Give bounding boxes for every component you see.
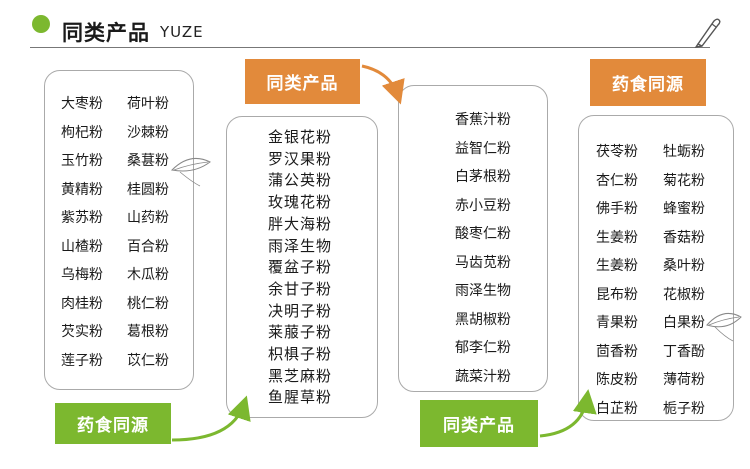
product-item: 枳椇子粉 — [268, 345, 333, 364]
product-item: 大枣粉 — [61, 96, 103, 112]
product-item: 桑叶粉 — [663, 258, 705, 274]
product-item: 青果粉 — [596, 315, 638, 331]
product-item: 昆布粉 — [596, 286, 638, 303]
product-item: 芡实粉 — [61, 324, 103, 340]
product-item: 马齿苋粉 — [455, 254, 511, 271]
product-item: 佛手粉 — [596, 201, 638, 217]
header-divider — [30, 47, 710, 48]
product-item: 决明子粉 — [268, 301, 333, 320]
product-item: 酸枣仁粉 — [455, 226, 511, 242]
product-item: 栀子粉 — [663, 400, 705, 417]
product-item: 山楂粉 — [61, 238, 103, 255]
product-item: 生姜粉 — [596, 229, 638, 246]
product-box-4 — [578, 115, 734, 421]
tag-similar-products-bottom: 同类产品 — [420, 400, 538, 447]
product-item: 枸杞粉 — [61, 124, 103, 141]
product-item: 玉竹粉 — [61, 153, 103, 169]
product-item: 茴香粉 — [596, 343, 638, 360]
product-item: 赤小豆粉 — [455, 197, 511, 214]
product-item: 香蕉汁粉 — [455, 112, 511, 128]
product-item: 玫瑰花粉 — [268, 193, 333, 212]
product-item: 乌梅粉 — [61, 267, 103, 283]
product-item: 香菇粉 — [663, 229, 705, 246]
product-item: 陈皮粉 — [596, 372, 638, 388]
product-item: 百合粉 — [127, 238, 169, 255]
box4-right-column: 牡蛎粉菊花粉蜂蜜粉香菇粉桑叶粉花椒粉白果粉丁香酚薄荷粉栀子粉 — [663, 138, 705, 423]
product-item: 雨泽生物 — [268, 236, 333, 255]
product-item: 茯苓粉 — [596, 144, 638, 160]
product-item: 紫苏粉 — [61, 210, 103, 226]
product-item: 生姜粉 — [596, 258, 638, 274]
product-item: 白芷粉 — [596, 400, 638, 417]
product-item: 山药粉 — [127, 210, 169, 226]
leaf-icon-2 — [706, 312, 742, 342]
product-item: 蔬菜汁粉 — [455, 368, 511, 385]
product-item: 沙棘粉 — [127, 124, 169, 141]
product-item: 桑葚粉 — [127, 153, 169, 169]
product-item: 薄荷粉 — [663, 372, 705, 388]
product-item: 苡仁粉 — [127, 352, 169, 369]
product-item: 莲子粉 — [61, 352, 103, 369]
leaf-icon-1 — [170, 157, 211, 187]
box3-column: 香蕉汁粉益智仁粉白茅根粉赤小豆粉酸枣仁粉马齿苋粉雨泽生物黑胡椒粉郁李仁粉蔬菜汁粉 — [455, 106, 511, 391]
product-item: 白茅根粉 — [455, 169, 511, 185]
page-subtitle: YUZE — [160, 23, 204, 41]
header-dot — [32, 15, 50, 33]
pen-icon — [694, 18, 721, 48]
product-item: 雨泽生物 — [455, 283, 511, 299]
product-item: 黑芝麻粉 — [268, 366, 333, 385]
product-item: 葛根粉 — [127, 324, 169, 340]
page-title: 同类产品 — [62, 21, 150, 45]
product-item: 莱菔子粉 — [268, 323, 333, 342]
product-item: 蒲公英粉 — [268, 171, 333, 190]
product-item: 菊花粉 — [663, 172, 705, 189]
product-item: 覆盆子粉 — [268, 258, 333, 277]
product-item: 余甘子粉 — [268, 279, 333, 298]
product-item: 益智仁粉 — [455, 140, 511, 157]
box4-left-column: 茯苓粉杏仁粉佛手粉生姜粉生姜粉昆布粉青果粉茴香粉陈皮粉白芷粉 — [596, 138, 638, 423]
product-item: 鱼腥草粉 — [268, 388, 333, 407]
product-item: 郁李仁粉 — [455, 340, 511, 356]
product-item: 罗汉果粉 — [268, 149, 333, 168]
product-item: 胖大海粉 — [268, 214, 333, 233]
product-item: 丁香酚 — [663, 343, 705, 360]
product-item: 金银花粉 — [268, 128, 333, 146]
box2-column: 金银花粉罗汉果粉蒲公英粉玫瑰花粉胖大海粉雨泽生物覆盆子粉余甘子粉决明子粉莱菔子粉… — [268, 127, 332, 409]
tag-similar-products-top: 同类产品 — [245, 59, 360, 104]
product-item: 牡蛎粉 — [663, 144, 705, 160]
product-box-1 — [44, 70, 194, 390]
product-item: 花椒粉 — [663, 286, 705, 303]
product-item: 肉桂粉 — [61, 295, 103, 312]
product-item: 黑胡椒粉 — [455, 311, 511, 328]
box1-left-column: 大枣粉枸杞粉玉竹粉黄精粉紫苏粉山楂粉乌梅粉肉桂粉芡实粉莲子粉 — [61, 90, 103, 375]
product-item: 白果粉 — [663, 315, 705, 331]
product-item: 桂圆粉 — [127, 181, 169, 198]
product-item: 荷叶粉 — [127, 96, 169, 112]
product-box-3 — [398, 85, 548, 392]
tag-medicine-food-bottom: 药食同源 — [55, 403, 171, 444]
product-item: 桃仁粉 — [127, 295, 169, 312]
product-box-2 — [226, 116, 378, 418]
product-item: 蜂蜜粉 — [663, 201, 705, 217]
product-item: 黄精粉 — [61, 181, 103, 198]
box1-right-column: 荷叶粉沙棘粉桑葚粉桂圆粉山药粉百合粉木瓜粉桃仁粉葛根粉苡仁粉 — [127, 90, 169, 375]
product-item: 木瓜粉 — [127, 267, 169, 283]
tag-medicine-food-top: 药食同源 — [590, 59, 706, 106]
product-item: 杏仁粉 — [596, 172, 638, 189]
